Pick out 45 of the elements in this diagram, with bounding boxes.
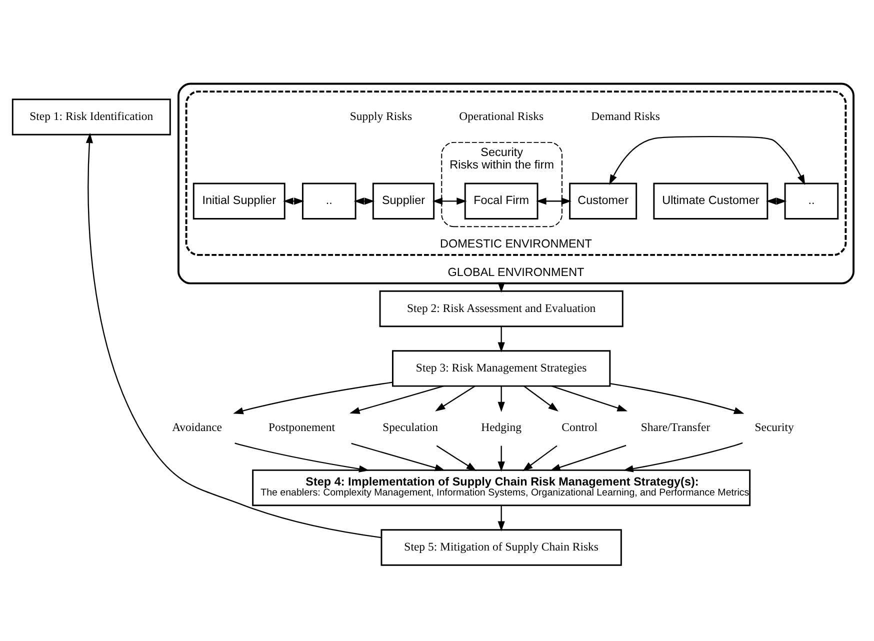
arrow	[436, 445, 477, 472]
arrow	[498, 505, 505, 532]
arrow	[351, 442, 446, 472]
node-box: Supplier	[372, 182, 435, 220]
node-text: Hedging	[481, 421, 522, 434]
node-box: Step 3: Risk Management Strategies	[392, 350, 611, 387]
arrow	[766, 198, 787, 205]
node-box: ..	[302, 182, 356, 220]
node-text: Postponement	[268, 421, 335, 434]
node-text: Avoidance	[172, 421, 222, 434]
arrow	[354, 198, 375, 205]
arrow	[524, 386, 558, 412]
arrow	[350, 386, 444, 414]
node-box: Ultimate Customer	[653, 182, 768, 220]
arrow	[536, 198, 572, 205]
node-box: Customer	[569, 182, 638, 220]
label: Demand Risks	[591, 110, 660, 124]
node-text: Speculation	[382, 421, 438, 434]
node-text: Control	[562, 421, 598, 434]
arrow	[86, 132, 382, 538]
arrow	[609, 136, 806, 186]
arrow	[233, 382, 393, 414]
arrow	[522, 445, 558, 472]
node-box: Step 5: Mitigation of Supply Chain Risks	[380, 529, 622, 566]
arrow	[550, 444, 626, 471]
arrow	[498, 446, 505, 472]
node-box: ..	[784, 182, 839, 220]
node-box: Step 2: Risk Assessment and Evaluation	[379, 290, 624, 328]
arrow	[498, 326, 505, 352]
arrow	[623, 442, 743, 472]
arrow	[498, 386, 505, 412]
arrow	[283, 198, 304, 205]
node-box: Step 4: Implementation of Supply Chain Risk Management Strategy(s): The enablers: Complexity Management, Information Systems, Organizational Learning, and Performance Metrics	[252, 469, 751, 506]
label: Operational Risks	[459, 110, 544, 124]
arrow	[435, 386, 476, 412]
arrow	[234, 442, 370, 472]
node-box: Step 1: Risk Identification	[12, 98, 171, 136]
arrow	[610, 382, 744, 414]
label: Supply Risks	[350, 110, 412, 124]
arrow	[432, 198, 467, 205]
node-box: Focal Firm	[464, 182, 538, 220]
node-text: Security	[754, 421, 794, 434]
arrow	[552, 386, 628, 412]
node-text: Share/Transfer	[640, 421, 710, 434]
node-box: Initial Supplier	[192, 182, 286, 220]
